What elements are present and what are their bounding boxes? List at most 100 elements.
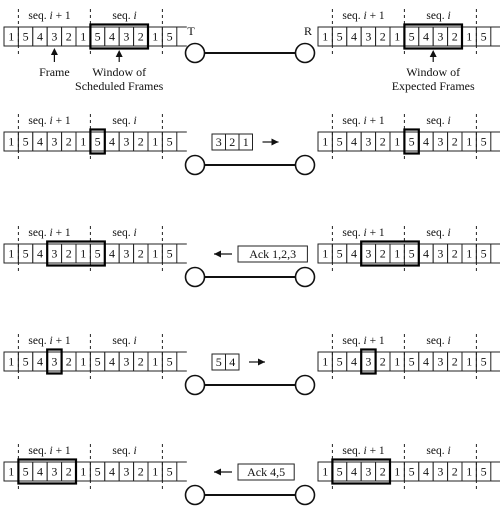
packet-frame-number: 1 [243, 135, 249, 149]
frame-number: 1 [466, 247, 472, 261]
frame-number: 2 [380, 355, 386, 369]
frame-number: 1 [466, 30, 472, 44]
seq-label-next: seq. i + 1 [28, 335, 71, 347]
frame-number: 5 [337, 135, 343, 149]
frame-number: 2 [452, 247, 458, 261]
seq-label-current: seq. i [112, 10, 136, 22]
link [184, 484, 316, 506]
frame-number: 1 [466, 135, 472, 149]
frame-cell [161, 26, 178, 47]
expected-window [360, 348, 377, 375]
frame-number: 5 [23, 247, 29, 261]
ack-box [237, 245, 308, 263]
seq-label-current: seq. i [112, 115, 136, 127]
frame-number: 1 [80, 465, 86, 479]
scheduled-window-label: Scheduled Frames [75, 79, 164, 93]
frame-number: 2 [138, 247, 144, 261]
frame-number: 5 [167, 465, 173, 479]
frame-number: 4 [37, 465, 43, 479]
frame-number: 5 [167, 135, 173, 149]
seq-label-next: seq. i + 1 [28, 115, 71, 127]
frame-cell [475, 243, 492, 264]
frame-number: 2 [452, 355, 458, 369]
seq-label-current: seq. i [426, 445, 450, 457]
arrow-up-icon [115, 50, 123, 57]
frame-number: 5 [95, 30, 101, 44]
frame-number: 5 [23, 355, 29, 369]
transmitter-node [184, 42, 206, 64]
frame-number: 3 [365, 135, 371, 149]
ack-text: Ack 1,2,3 [249, 247, 296, 261]
frame-cell [161, 461, 178, 482]
arrow-up-icon [50, 48, 58, 55]
seq-label-current: seq. i [426, 227, 450, 239]
transmitter-node [184, 266, 206, 288]
frame-number: 5 [95, 247, 101, 261]
frame-number: 2 [138, 30, 144, 44]
frame-number: 4 [423, 135, 429, 149]
seq-label-current: seq. i [112, 335, 136, 347]
frame-number: 1 [80, 135, 86, 149]
frame-cell [475, 351, 492, 372]
receiver-node [294, 42, 316, 64]
ack-box [237, 463, 295, 481]
packet-frame-number: 2 [229, 135, 235, 149]
frame-number: 1 [8, 135, 14, 149]
frame-number: 1 [466, 355, 472, 369]
frame-number: 2 [380, 465, 386, 479]
scheduled-window [89, 23, 150, 50]
frame-number: 5 [481, 30, 487, 44]
receiver-node [294, 266, 316, 288]
frame-number: 4 [109, 465, 115, 479]
frame-number: 5 [481, 247, 487, 261]
frame-number: 3 [365, 355, 371, 369]
frame-number: 1 [322, 355, 328, 369]
frame-number: 1 [394, 355, 400, 369]
frame-number: 2 [380, 135, 386, 149]
receiver-node [294, 484, 316, 506]
frame-number: 3 [365, 465, 371, 479]
frame-number: 1 [394, 247, 400, 261]
frame-number: 5 [167, 355, 173, 369]
frame-number: 2 [66, 247, 72, 261]
receiver-node [294, 154, 316, 176]
frame-number: 4 [423, 247, 429, 261]
frame-number: 3 [437, 135, 443, 149]
frame-cell [161, 131, 178, 152]
expected-window-label: Window of [406, 65, 460, 79]
frame-number: 1 [8, 355, 14, 369]
ack-text: Ack 4,5 [247, 465, 285, 479]
link [184, 374, 316, 396]
frame-number: 4 [37, 135, 43, 149]
scheduled-window [89, 128, 106, 155]
frame-number: 5 [167, 247, 173, 261]
frame-number: 2 [138, 355, 144, 369]
frame-number: 5 [337, 355, 343, 369]
frame-number: 3 [123, 247, 129, 261]
frame-number: 3 [123, 465, 129, 479]
seq-label-next: seq. i + 1 [342, 227, 385, 239]
frame-cell [161, 351, 178, 372]
seq-label-current: seq. i [112, 227, 136, 239]
frame-cell [475, 26, 492, 47]
frame-number: 3 [365, 247, 371, 261]
frame-number: 2 [138, 465, 144, 479]
frame-number: 4 [423, 355, 429, 369]
frame-cell [161, 243, 178, 264]
frame-number: 2 [66, 465, 72, 479]
seq-label-next: seq. i + 1 [342, 335, 385, 347]
frame-number: 4 [351, 465, 357, 479]
packet-frame-number: 3 [216, 135, 222, 149]
frame-number: 3 [437, 247, 443, 261]
frame-number: 1 [394, 30, 400, 44]
